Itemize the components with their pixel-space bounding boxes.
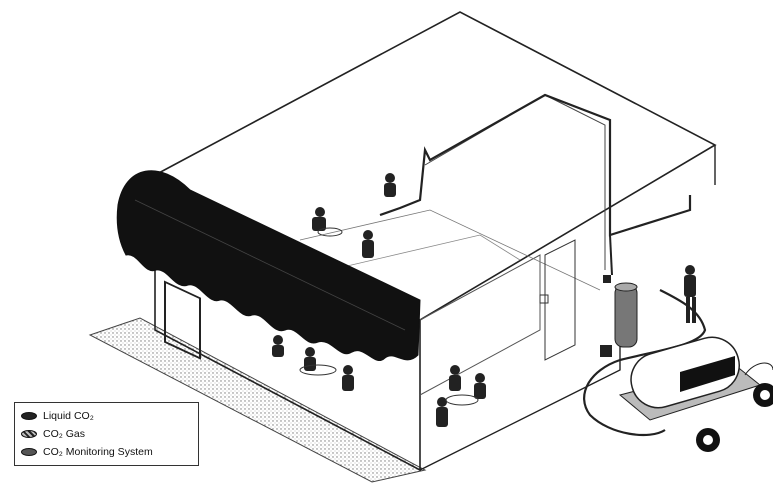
sidewalk [88,317,427,483]
awning [116,170,421,361]
diners-lower-right [436,365,486,427]
interior-wall-2 [419,254,541,396]
fill-hose [583,289,707,437]
diners-upper [312,173,396,258]
legend-label: CO₂ Gas [43,428,85,440]
co2-gas-line [379,93,692,237]
diners-lower-left [272,335,354,391]
legend-label: Liquid CO₂ [43,410,94,422]
co2-bulk-tank [600,282,638,357]
legend: Liquid CO₂ CO₂ Gas CO₂ Monitoring System [14,402,199,466]
building-right-wall [419,330,621,471]
monitoring-swatch-icon [21,448,37,456]
interior-wall [424,94,606,270]
legend-item-co2-gas: CO₂ Gas [21,425,192,443]
legend-label: CO₂ Monitoring System [43,446,153,458]
legend-item-liquid-co2: Liquid CO₂ [21,407,192,425]
delivery-technician [684,265,696,323]
liquid-co2-swatch-icon [21,412,37,420]
delivery-truck [618,336,773,452]
interior-door [544,239,576,361]
co2-gas-swatch-icon [21,430,37,438]
legend-item-co2-monitoring: CO₂ Monitoring System [21,443,192,461]
front-window [164,280,201,360]
co2-monitor [603,275,611,283]
